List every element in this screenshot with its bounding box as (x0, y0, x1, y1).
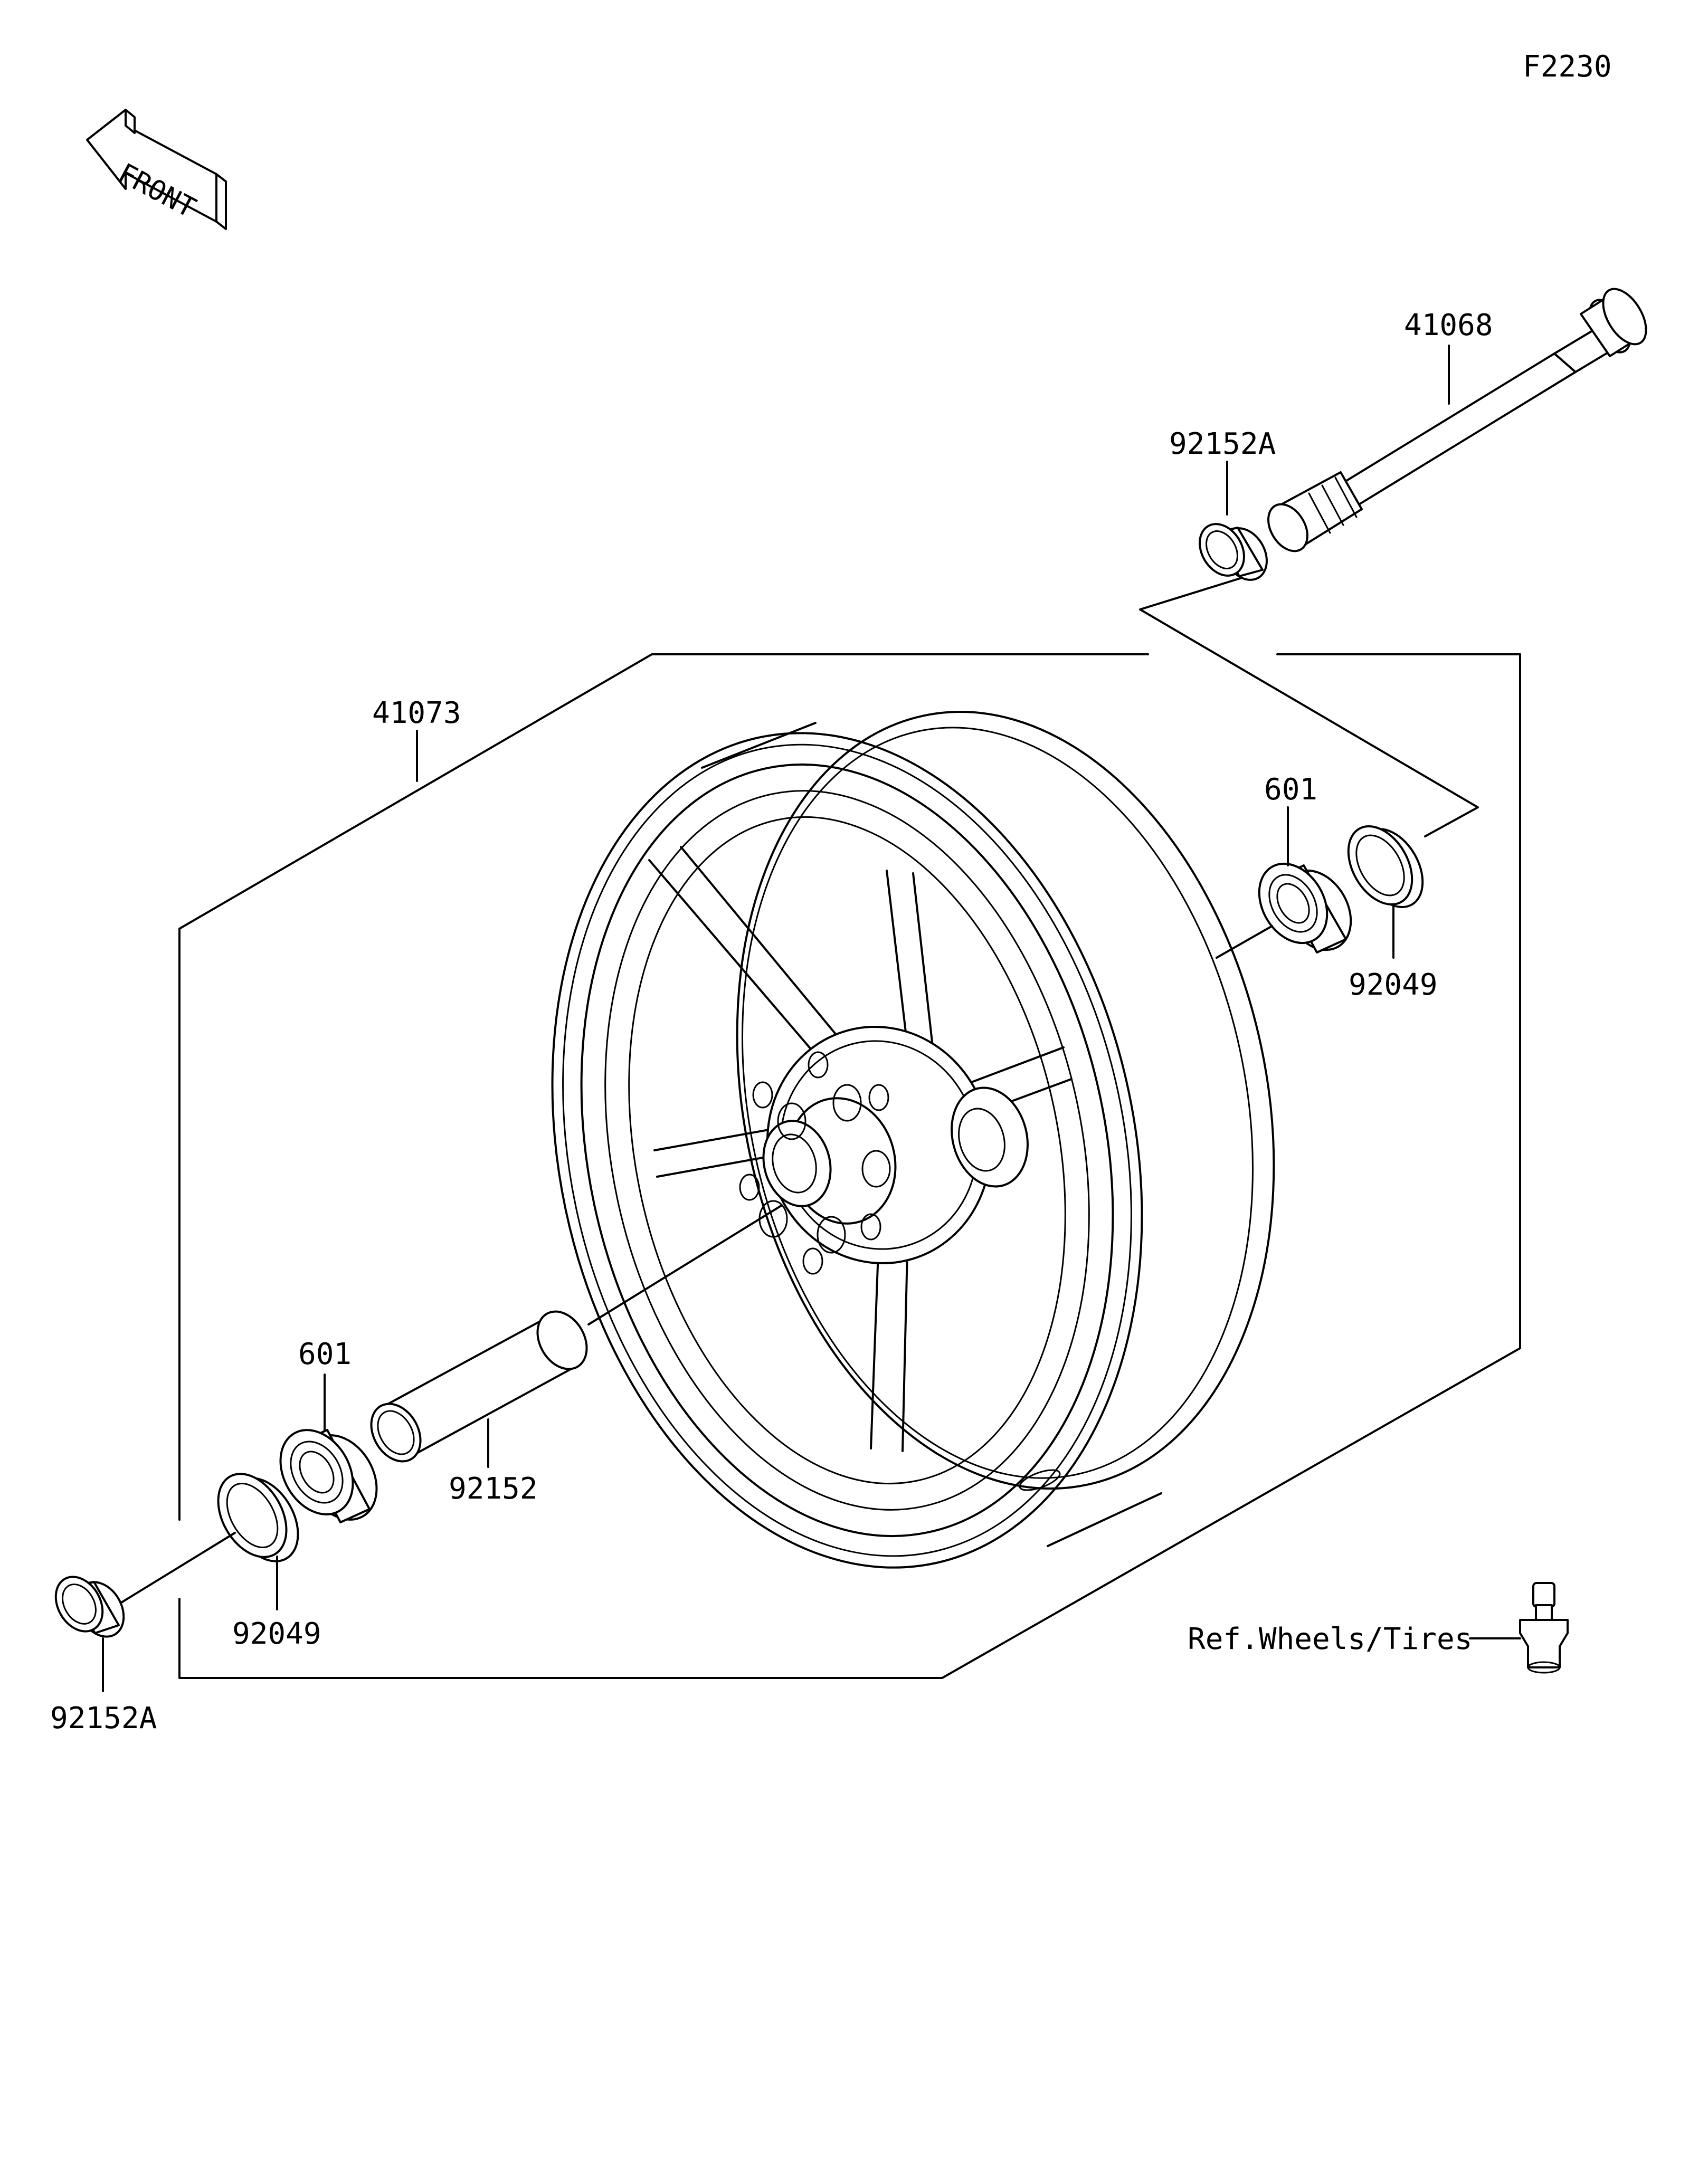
collar-right-icon (1199, 523, 1268, 581)
reference-label: Ref.Wheels/Tires (1188, 1622, 1472, 1656)
part-label-bearing-left: 601 (298, 1337, 352, 1371)
wheel-group-bracket (178, 653, 1521, 1679)
part-label-bearing-right: 601 (1264, 772, 1317, 807)
part-label-axle: 41068 (1404, 308, 1493, 342)
left-axis-line (118, 1532, 236, 1605)
part-label-collar-right: 92152A (1169, 427, 1276, 461)
axle-group-bracket (1139, 571, 1479, 837)
part-label-wheel: 41073 (372, 696, 461, 730)
front-direction-arrow-icon: FRONT (86, 109, 227, 230)
part-label-collar-left: 92152A (50, 1701, 157, 1735)
seal-right-icon (1347, 825, 1424, 908)
hub-collar-icon (370, 1310, 588, 1463)
part-label-seal-left: 92049 (232, 1617, 321, 1651)
collar-left-icon (54, 1576, 125, 1638)
wheel-axis-line (587, 1205, 782, 1325)
wheel-rim-icon (551, 711, 1275, 1569)
seal-left-icon (217, 1473, 299, 1562)
figure-code: F2230 (1523, 50, 1612, 84)
part-label-hub-collar: 92152 (449, 1472, 538, 1506)
axle-icon (1267, 288, 1647, 552)
part-label-seal-right: 92049 (1349, 968, 1438, 1002)
leader-bearing-right-axis (1216, 925, 1273, 959)
tire-valve-icon (1519, 1582, 1569, 1674)
bearing-left-icon (279, 1429, 378, 1523)
bearing-right-icon (1258, 862, 1352, 953)
